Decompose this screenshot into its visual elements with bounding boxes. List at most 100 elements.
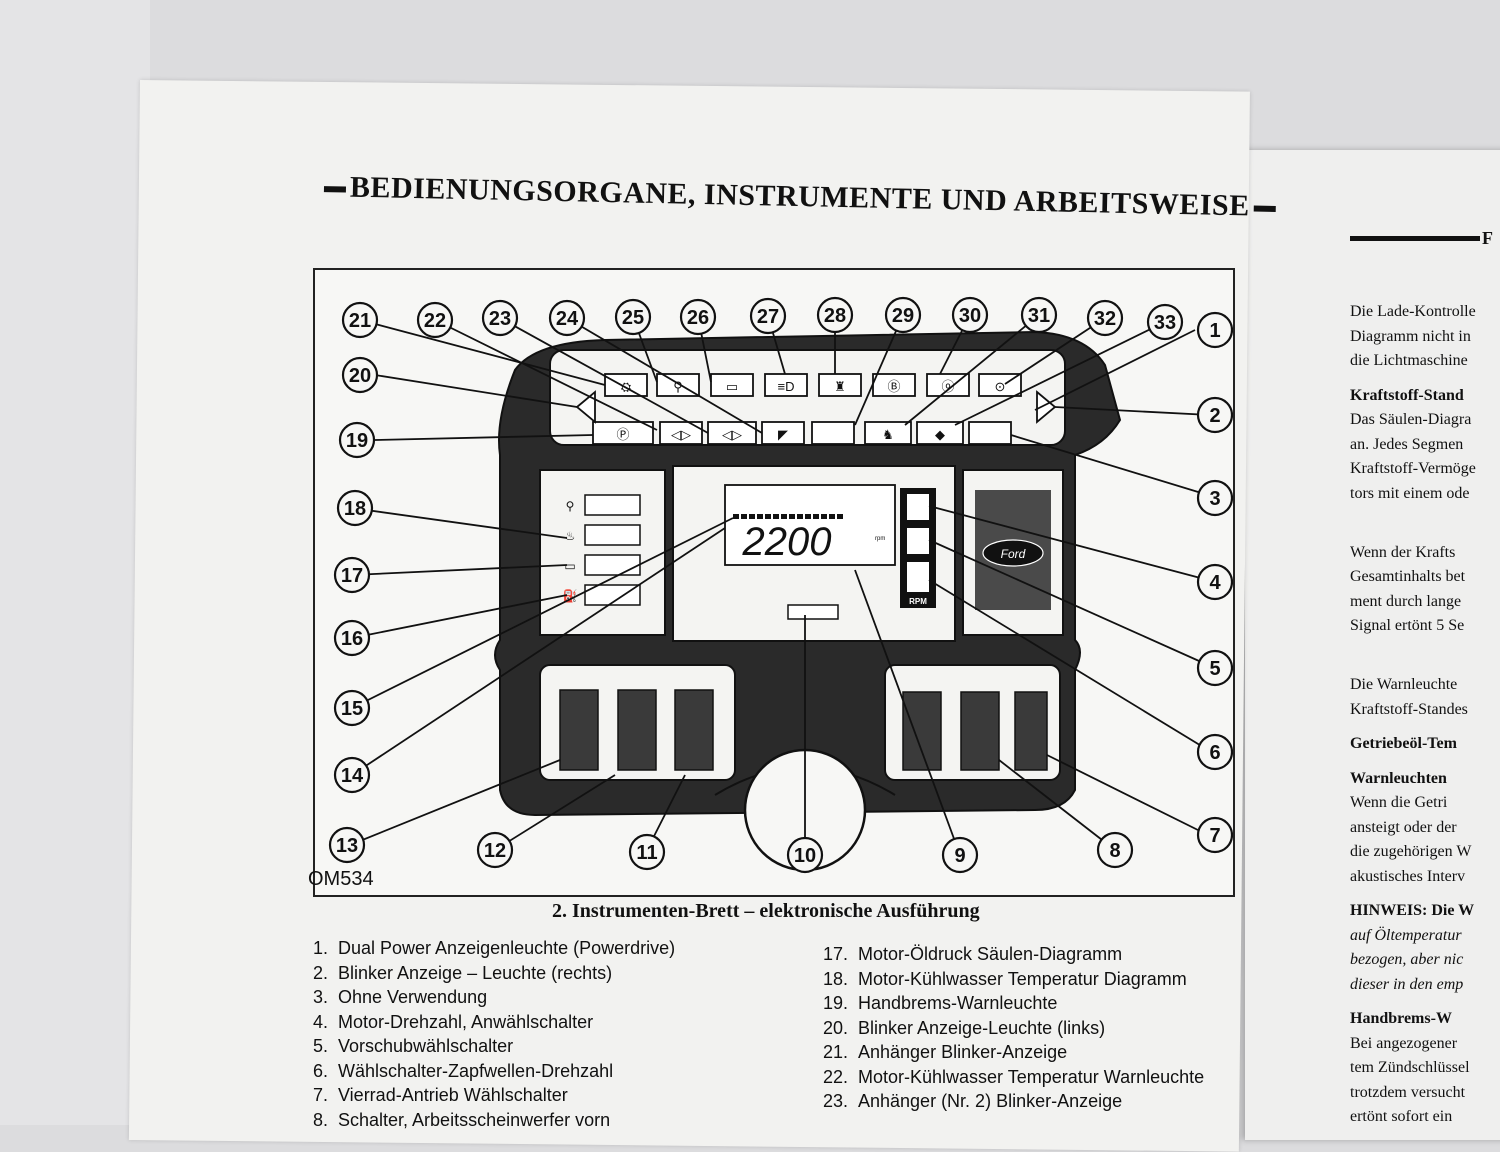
- callout-label: 30: [959, 305, 981, 327]
- callout-label: 2: [1209, 405, 1220, 427]
- callout-21: 21: [341, 301, 379, 339]
- callout-label: 6: [1209, 742, 1220, 764]
- callout-label: 10: [794, 845, 816, 867]
- callout-label: 27: [757, 306, 779, 328]
- callout-label: 15: [341, 698, 363, 720]
- svg-text:≡D: ≡D: [778, 379, 795, 394]
- right-page-line: Kraftstoff-Vermöge: [1350, 460, 1476, 477]
- legend-right: 17.Motor-Öldruck Säulen-Diagramm 18.Moto…: [820, 942, 1204, 1114]
- callout-4: 4: [1196, 563, 1234, 601]
- callout-9: 9: [941, 836, 979, 874]
- right-page-line: Die Lade-Kontrolle: [1350, 303, 1476, 320]
- right-page-subheading: [1350, 516, 1500, 541]
- right-page-line: auf Öltemperatur: [1350, 926, 1462, 944]
- callout-label: 29: [892, 305, 914, 327]
- svg-text:⛭: ⛭: [621, 379, 632, 394]
- right-page-subheading: Handbrems-W: [1350, 1010, 1452, 1027]
- right-page-line: Signal ertönt 5 Se: [1350, 617, 1465, 634]
- right-page-subheading: HINWEIS: Die W: [1350, 902, 1475, 919]
- right-page-line: Kraftstoff-Standes: [1350, 700, 1468, 718]
- callout-label: 21: [349, 310, 371, 332]
- indicator-hare: [864, 421, 912, 445]
- svg-text:◁▷: ◁▷: [671, 427, 691, 442]
- switch-worklights-rear[interactable]: [559, 689, 599, 771]
- switch-unused[interactable]: [902, 691, 942, 771]
- right-page-line: Gesamtinhalts bet: [1350, 568, 1466, 585]
- legend-item: 1.Dual Power Anzeigenleuchte (Powerdrive…: [312, 938, 676, 958]
- right-page-line: Bei angezogener: [1350, 1034, 1458, 1052]
- right-page-line: Wenn der Krafts: [1350, 543, 1456, 561]
- callout-label: 3: [1209, 488, 1220, 510]
- lcd-rpm-value: 2200: [742, 520, 832, 564]
- svg-text:ⓞ: ⓞ: [941, 379, 954, 394]
- callout-label: 1: [1209, 320, 1220, 342]
- callout-6: 6: [1196, 733, 1234, 771]
- callout-33: 33: [1146, 303, 1184, 341]
- coolant-temp-bar: [584, 494, 641, 516]
- callout-22: 22: [416, 301, 454, 339]
- callout-label: 19: [346, 430, 368, 452]
- right-page-line: Diagramm nicht in: [1350, 327, 1471, 345]
- indicator-battery: [710, 373, 754, 397]
- right-page-heading: F: [1482, 228, 1493, 248]
- right-page-line: akustisches Interv: [1350, 867, 1466, 885]
- odometer: [787, 604, 839, 620]
- svg-text:⚲: ⚲: [673, 379, 683, 394]
- legend-item: 6.Wählschalter-Zapfwellen-Drehzahl: [312, 1060, 614, 1081]
- indicator-highbeam: [764, 373, 808, 397]
- switch-headlights[interactable]: [617, 689, 657, 771]
- indicator-empty-2: [968, 421, 1012, 445]
- right-page-rule: [1350, 236, 1480, 241]
- svg-text:◁▷: ◁▷: [722, 427, 742, 442]
- switch-hazard[interactable]: [674, 689, 714, 771]
- svg-text:♜: ♜: [834, 379, 846, 394]
- svg-text:♨: ♨: [565, 529, 576, 543]
- legend-item: 8.Schalter, Arbeitsscheinwerfer vorn: [312, 1109, 611, 1130]
- callout-7: 7: [1196, 816, 1234, 854]
- lcd-window: [724, 484, 896, 566]
- callout-2: 2: [1196, 396, 1234, 434]
- callout-label: 11: [636, 842, 657, 864]
- figure-code: OM534: [308, 868, 374, 890]
- ground-speed-selector: [907, 528, 929, 554]
- callout-19: 19: [338, 421, 376, 459]
- right-page-line: trotzdem versucht: [1350, 1083, 1466, 1101]
- callout-label: 7: [1209, 825, 1220, 847]
- svg-text:♞: ♞: [882, 427, 894, 442]
- right-page-line: tem Zündschlüssel: [1350, 1059, 1470, 1076]
- callout-label: 9: [954, 845, 965, 867]
- callout-17: 17: [333, 556, 371, 594]
- callout-label: 17: [341, 565, 363, 587]
- switch-worklights-front[interactable]: [960, 691, 1000, 771]
- legend-item: 18.Motor-Kühlwasser Temperatur Diagramm: [822, 968, 1187, 989]
- callout-31: 31: [1020, 296, 1058, 334]
- callout-label: 26: [687, 307, 709, 329]
- legend-item: 7.Vierrad-Antrieb Wählschalter: [312, 1085, 568, 1105]
- legend-item: 19.Handbrems-Warnleuchte: [822, 993, 1058, 1013]
- switch-four-wheel-drive[interactable]: [1014, 691, 1048, 771]
- callout-26: 26: [679, 298, 717, 336]
- legend-item: 4.Motor-Drehzahl, Anwählschalter: [312, 1011, 594, 1032]
- callout-label: 4: [1209, 572, 1221, 594]
- legend-item: 17.Motor-Öldruck Säulen-Diagramm: [822, 944, 1123, 964]
- svg-text:◆: ◆: [935, 427, 945, 442]
- callout-23: 23: [481, 299, 519, 337]
- svg-text:⛽: ⛽: [563, 589, 578, 603]
- right-page-line: an. Jedes Segmen: [1350, 435, 1464, 453]
- callout-30: 30: [951, 296, 989, 334]
- callout-label: 22: [424, 310, 446, 332]
- turn-left-arrow-icon: [575, 390, 596, 424]
- right-page-line: Wenn die Getri: [1350, 794, 1448, 811]
- callout-label: 12: [484, 840, 506, 862]
- svg-text:▭: ▭: [564, 559, 575, 573]
- background-left: [0, 0, 150, 1125]
- instrument-panel-figure: ⛭⚲▭ ≡D♜Ⓑ ⓞ⊙ Ⓟ◁▷◁▷ ◤♞◆ ⚲♨▭⛽ 2200 rpm RPM …: [313, 268, 1235, 897]
- legend-item: 21.Anhänger Blinker-Anzeige: [822, 1042, 1068, 1062]
- right-page-subheading: [1350, 649, 1500, 674]
- svg-text:⊙: ⊙: [995, 379, 1006, 394]
- legend-item: 20.Blinker Anzeige-Leuchte (links): [822, 1017, 1106, 1038]
- right-page-line: dieser in den emp: [1350, 975, 1464, 993]
- callout-label: 31: [1028, 305, 1050, 327]
